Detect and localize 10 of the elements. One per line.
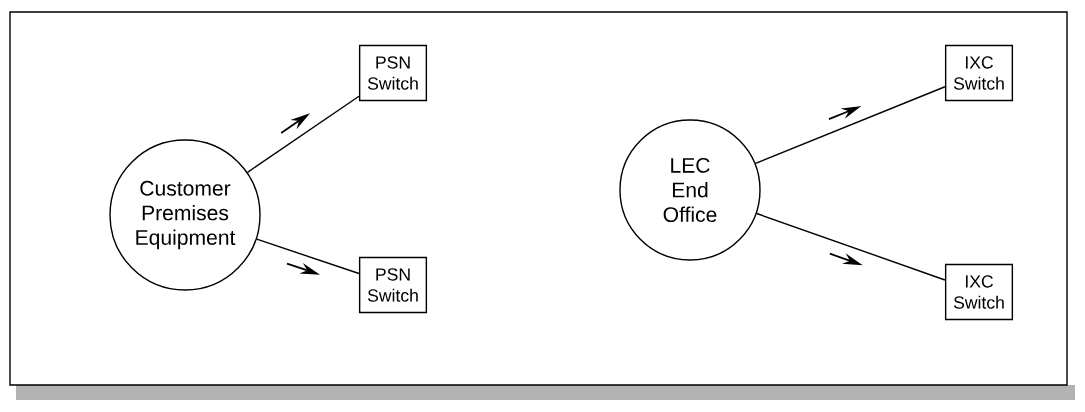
connector-line [246, 95, 360, 173]
connector-line [754, 86, 946, 165]
circle-node: Customer Premises Equipment [109, 139, 261, 291]
switch-box: PSN Switch [358, 44, 428, 102]
switch-box: IXC Switch [944, 263, 1014, 321]
connector-line [755, 212, 946, 281]
circle-node: LEC End Office [619, 119, 761, 261]
connector-line [256, 238, 360, 275]
switch-box: PSN Switch [358, 256, 428, 314]
switch-box: IXC Switch [944, 44, 1014, 102]
